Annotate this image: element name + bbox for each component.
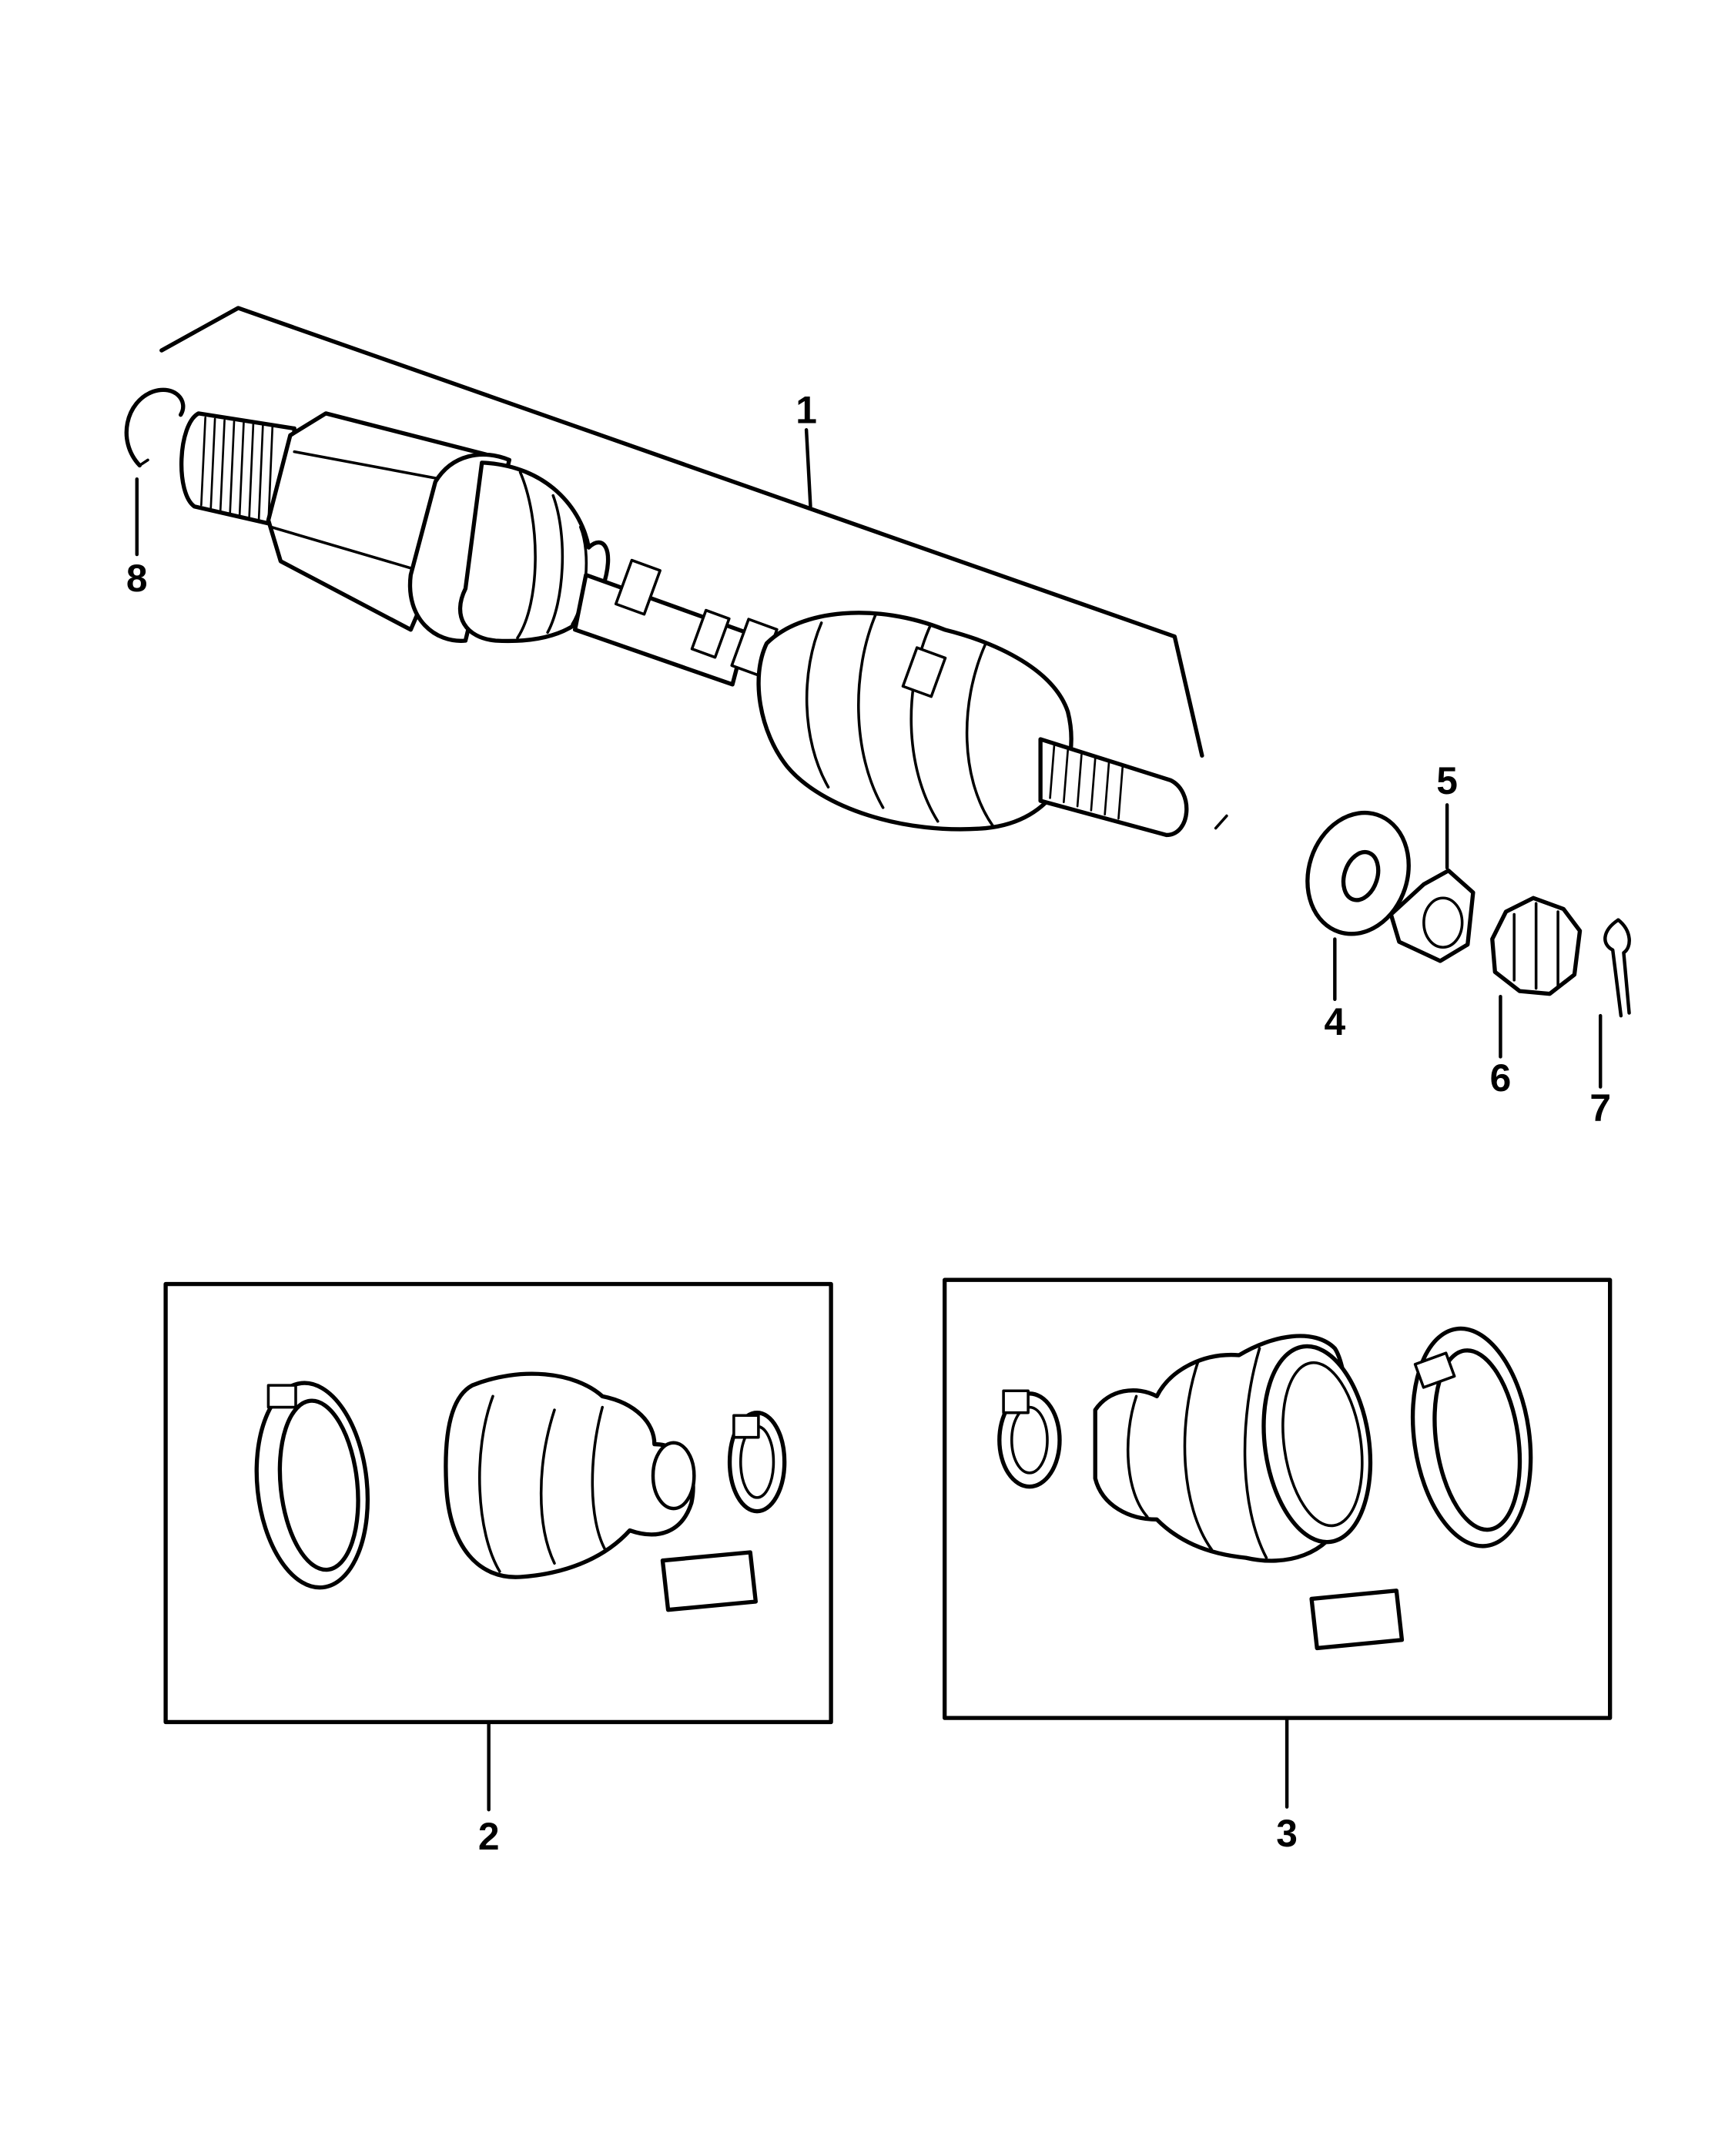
snap-ring-part [124,387,186,468]
callout-8-label: 8 [126,557,148,600]
callout-6-label: 6 [1490,1056,1512,1100]
hex-nut-part [1388,868,1475,963]
callout-7-label: 7 [1589,1086,1611,1130]
washer-part [1305,810,1411,936]
nut-lock-part [1490,896,1583,996]
halfshaft-bracket [159,306,1204,758]
leader-lines [135,428,1603,1812]
inner-boot-kit-box [163,1281,833,1725]
callout-1-label: 1 [796,388,817,431]
outer-boot-kit-box [942,1277,1613,1720]
halfshaft-assembly-part [179,411,1228,838]
callout-4-label: 4 [1324,1000,1345,1043]
callout-3-label: 3 [1276,1812,1298,1855]
callout-2-label: 2 [478,1815,500,1858]
callout-5-label: 5 [1436,759,1458,802]
cotter-pin-part [1603,918,1631,1018]
